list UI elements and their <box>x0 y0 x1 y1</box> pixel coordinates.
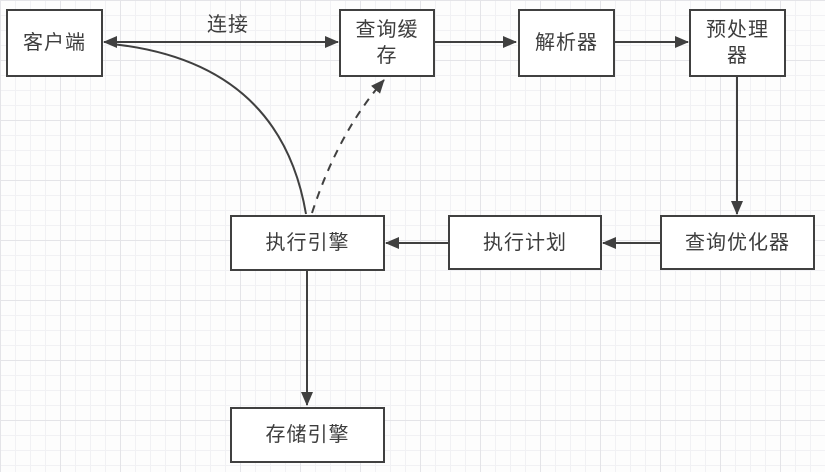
node-preprocessor-label-line2: 器 <box>727 45 748 67</box>
edge-label-connection: 连接 <box>207 14 249 36</box>
edge-execution-engine-client-return-curve <box>111 43 307 215</box>
node-query-optimizer-label: 查询优化器 <box>685 231 790 254</box>
node-execution-engine: 执行引擎 <box>230 215 385 271</box>
node-query-cache-label-line1: 查询缓 <box>355 19 419 41</box>
node-execution-plan-label: 执行计划 <box>483 231 567 254</box>
node-preprocessor: 预处理 器 <box>689 9 786 77</box>
node-parser-label: 解析器 <box>535 32 598 54</box>
node-client-label: 客户端 <box>23 32 86 54</box>
node-query-optimizer: 查询优化器 <box>660 215 815 270</box>
node-storage-engine: 存储引擎 <box>230 407 385 463</box>
node-query-cache-label-line2: 存 <box>376 45 398 67</box>
node-preprocessor-label-line1: 预处理 <box>706 19 769 41</box>
node-query-cache: 查询缓 存 <box>339 9 435 77</box>
edge-execution-engine-query-cache-dashed-curve <box>311 79 385 214</box>
node-storage-engine-label: 存储引擎 <box>265 424 350 446</box>
node-execution-engine-label: 执行引擎 <box>265 232 350 254</box>
node-execution-plan: 执行计划 <box>448 215 602 270</box>
node-parser: 解析器 <box>518 9 615 77</box>
node-client: 客户端 <box>6 9 103 77</box>
